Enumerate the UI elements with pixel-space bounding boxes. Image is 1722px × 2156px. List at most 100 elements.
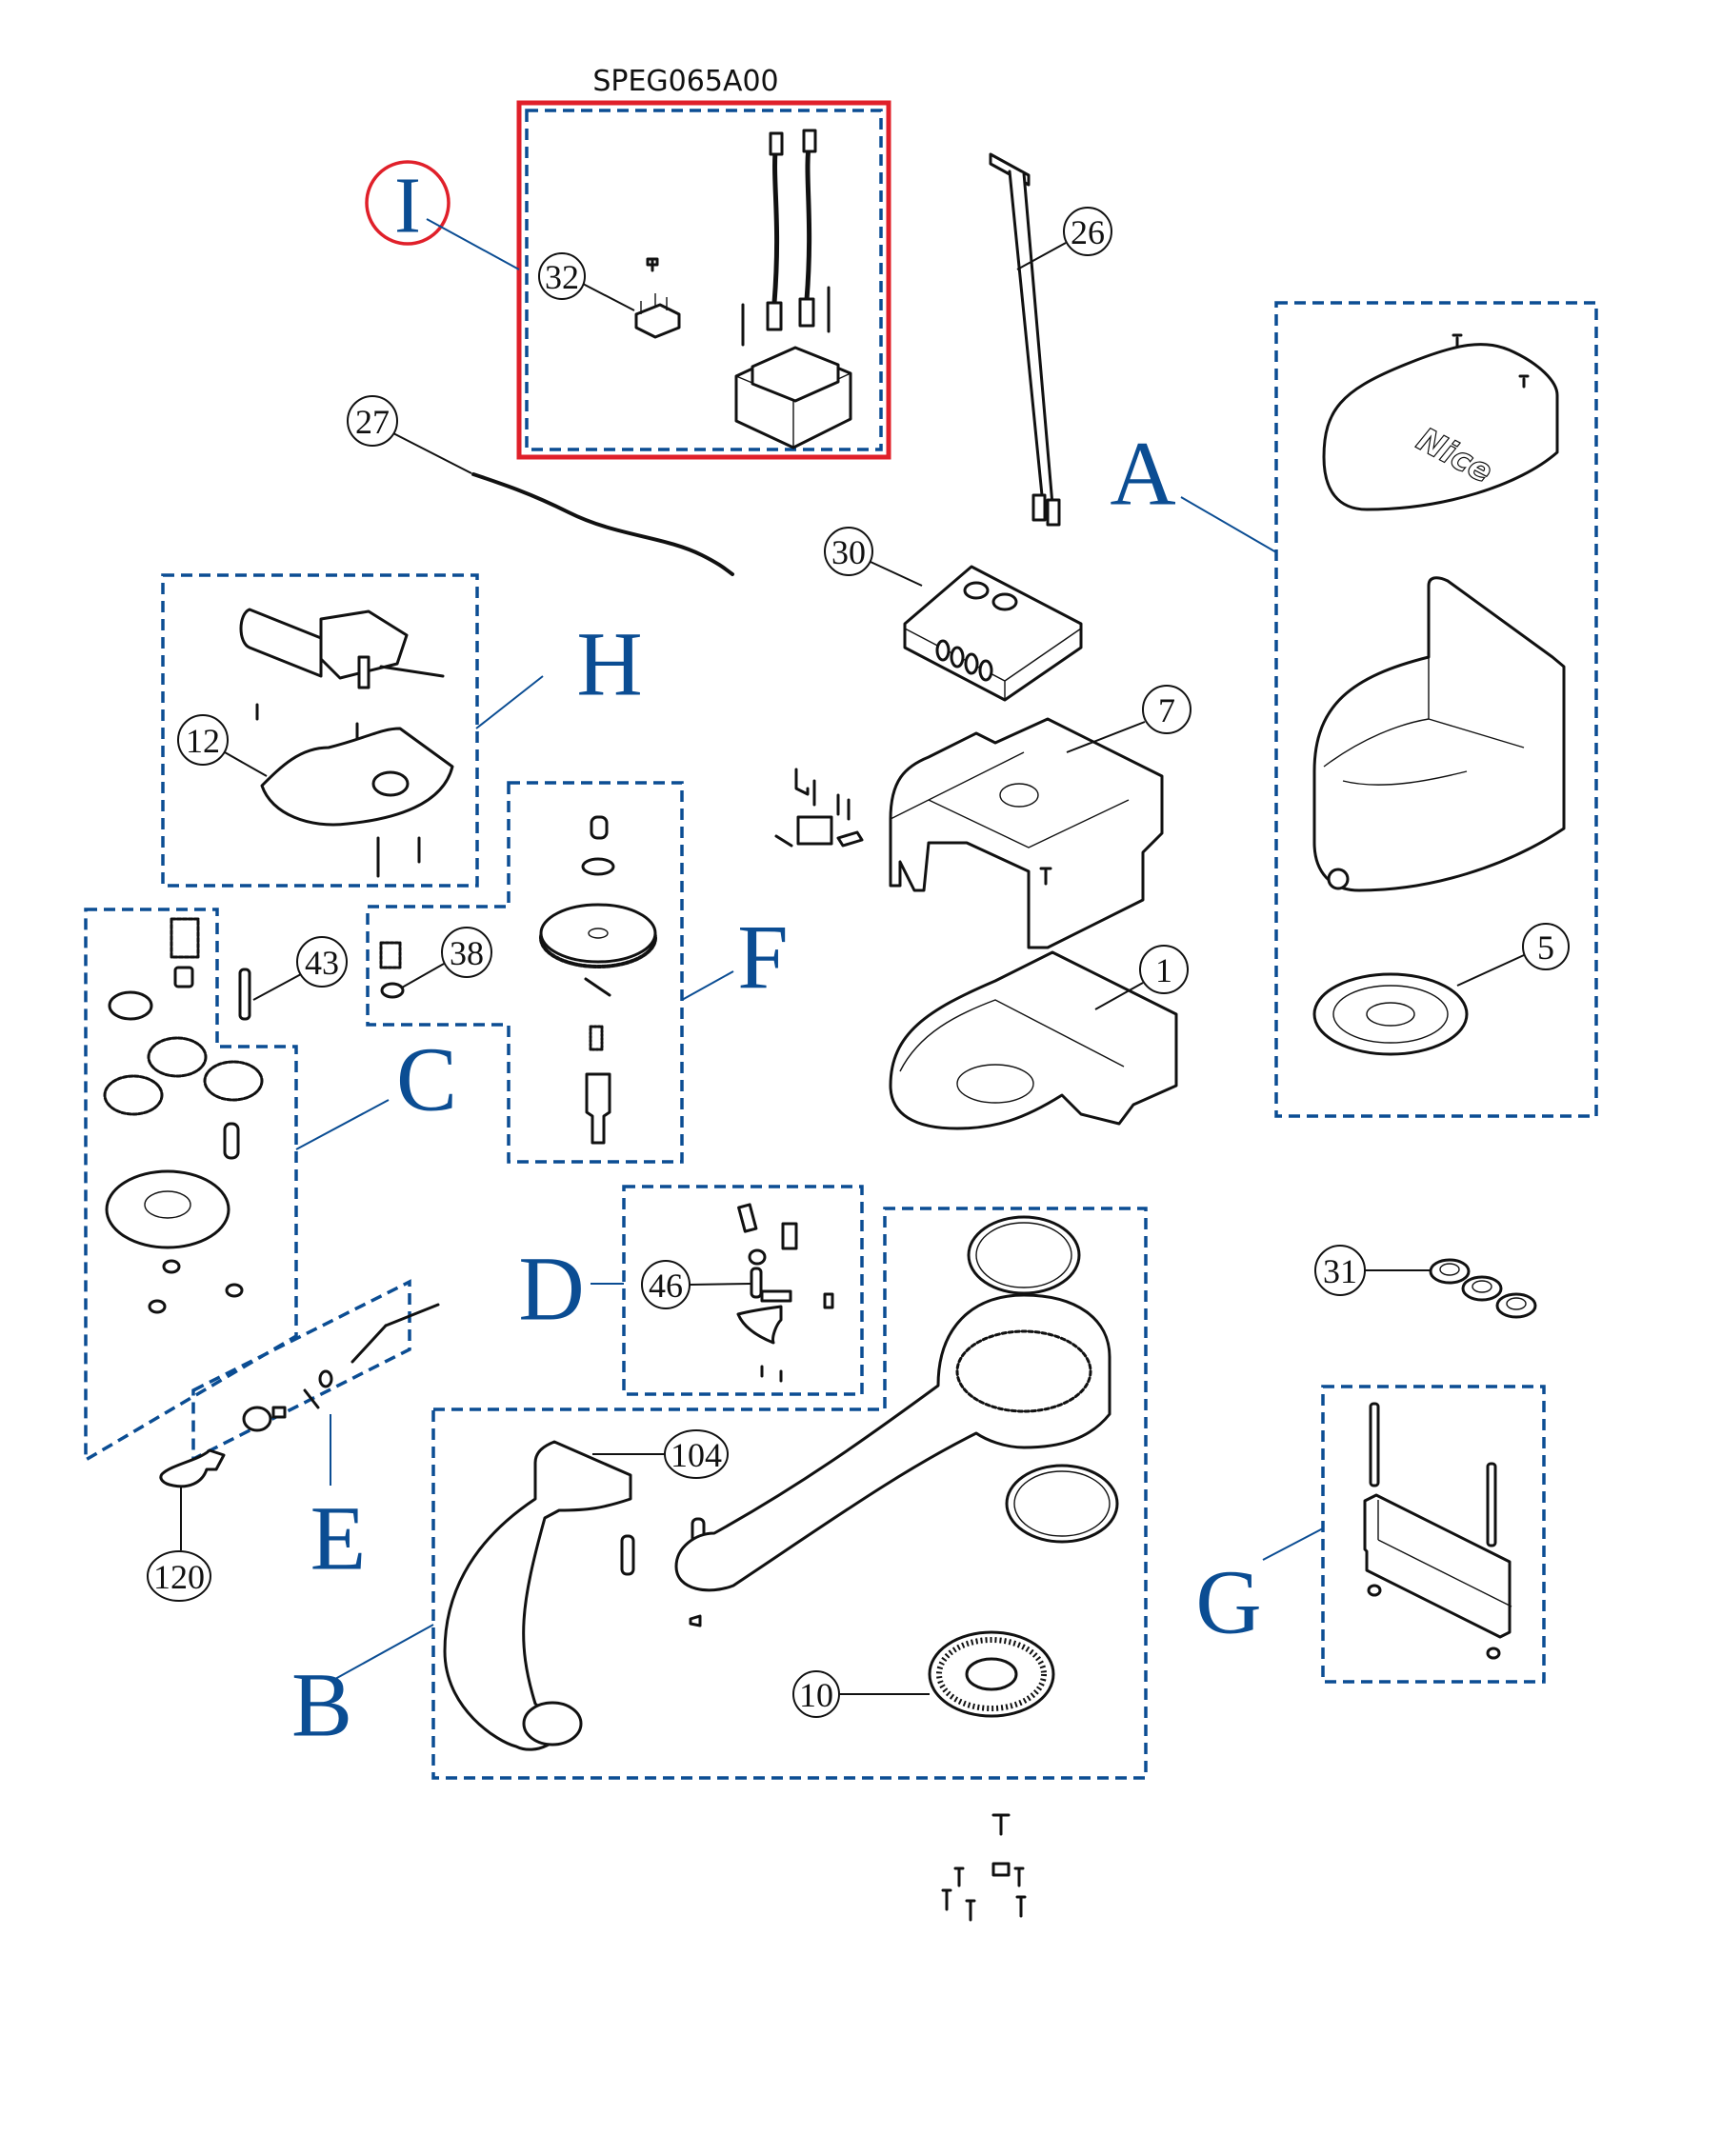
leader-c	[295, 1099, 390, 1150]
part-32-connector[interactable]	[634, 257, 681, 339]
part-loose-screws[interactable]	[941, 1813, 1027, 1922]
callout-circle-5	[1522, 923, 1570, 970]
callout-5[interactable]: 5	[1537, 928, 1554, 967]
group-letter-h[interactable]: H	[576, 613, 642, 715]
part-cover[interactable]: Nice	[1322, 333, 1559, 511]
part-long-arm[interactable]	[674, 1215, 1119, 1627]
callout-circle-38	[441, 927, 492, 978]
callout-circle-27	[347, 395, 398, 447]
group-a[interactable]: A Nice 5	[1110, 301, 1598, 1118]
callout-32[interactable]: 32	[545, 258, 579, 296]
callout-120[interactable]: 120	[153, 1558, 205, 1596]
callout-circle-7	[1142, 685, 1191, 734]
highlight-box	[516, 100, 891, 460]
group-box-d	[622, 1185, 864, 1396]
leader-f	[681, 970, 734, 1001]
part-27-cable[interactable]	[471, 472, 734, 576]
group-box-i	[525, 109, 883, 451]
part-short-arm[interactable]	[443, 1440, 706, 1751]
leader-43	[252, 973, 302, 1001]
part-switch-kit[interactable]	[774, 768, 864, 848]
group-letter-c[interactable]: C	[396, 1028, 457, 1130]
kit-code-label: SPEG065A00	[592, 65, 778, 98]
group-box-g	[1321, 1385, 1546, 1684]
group-i[interactable]: SPEG065A00 I 32	[365, 65, 891, 460]
callout-27[interactable]: 27	[355, 403, 390, 441]
leader-38	[401, 963, 445, 988]
group-box-e	[191, 1279, 411, 1462]
group-box-b	[431, 1207, 1148, 1780]
leader-h	[475, 675, 544, 729]
leader-b	[334, 1624, 434, 1680]
part-30-control-board[interactable]	[903, 565, 1083, 702]
callout-38[interactable]: 38	[450, 934, 484, 972]
callout-circle-12	[177, 714, 229, 766]
group-letter-d[interactable]: D	[518, 1238, 584, 1340]
callout-circle-26	[1063, 207, 1112, 256]
group-letter-f[interactable]: F	[737, 907, 788, 1008]
callout-circle-43	[296, 936, 348, 988]
part-26-harness[interactable]	[989, 152, 1061, 527]
leader-30	[870, 561, 923, 587]
callout-104[interactable]: 104	[671, 1436, 722, 1474]
part-38-pinion[interactable]	[379, 941, 405, 999]
callout-10[interactable]: 10	[799, 1676, 833, 1714]
group-box-c	[84, 908, 298, 1464]
part-1-base-housing[interactable]	[889, 950, 1178, 1130]
group-letter-a[interactable]: A	[1110, 423, 1175, 525]
callout-1[interactable]: 1	[1155, 951, 1172, 989]
callout-30[interactable]: 30	[831, 533, 866, 571]
group-c[interactable]: C 43	[84, 908, 457, 1464]
group-e[interactable]: E	[191, 1279, 440, 1589]
group-g[interactable]: G	[1195, 1385, 1546, 1684]
leader-5	[1456, 954, 1525, 987]
group-box-a	[1274, 301, 1598, 1118]
leader-7	[1066, 721, 1146, 753]
group-box-f	[366, 781, 684, 1164]
leader-i	[426, 218, 520, 270]
group-f[interactable]: F 38	[366, 781, 789, 1164]
highlight-circle	[365, 160, 451, 246]
leader-a	[1180, 496, 1277, 553]
callout-circle-32	[538, 252, 586, 300]
callout-circle-1	[1139, 945, 1189, 994]
part-12-gasket[interactable]	[255, 703, 454, 878]
group-b[interactable]: B 104 10	[291, 1207, 1148, 1780]
leader-1	[1094, 982, 1144, 1010]
group-letter-i[interactable]: I	[394, 162, 421, 250]
group-letter-g[interactable]: G	[1195, 1551, 1261, 1653]
group-h[interactable]: H 12	[161, 573, 643, 888]
group-d[interactable]: D 46	[518, 1185, 864, 1396]
part-10-encoder-disc[interactable]	[928, 1630, 1055, 1718]
callout-circle-30	[824, 527, 873, 576]
part-5-base-disc[interactable]	[1312, 972, 1469, 1056]
part-7-inner-frame[interactable]	[889, 717, 1164, 949]
part-transformer[interactable]	[734, 129, 852, 449]
part-output-gear[interactable]	[539, 815, 657, 1145]
group-box-h	[161, 573, 479, 888]
leader-g	[1262, 1527, 1324, 1561]
callout-26[interactable]: 26	[1071, 213, 1105, 251]
part-120-key[interactable]	[159, 1448, 226, 1488]
part-release-shaft[interactable]	[242, 1303, 440, 1432]
callout-31[interactable]: 31	[1323, 1252, 1357, 1290]
part-limit-stop[interactable]	[736, 1203, 834, 1383]
callout-43[interactable]: 43	[305, 944, 339, 982]
part-31-seals[interactable]	[1429, 1258, 1537, 1319]
leader-46	[689, 1283, 751, 1286]
callout-12[interactable]: 12	[186, 722, 220, 760]
leader-27	[392, 432, 472, 474]
leader-12	[224, 751, 268, 777]
group-letter-e[interactable]: E	[310, 1487, 367, 1589]
part-bracket[interactable]	[1363, 1402, 1512, 1660]
leader-32	[582, 283, 635, 311]
part-43-pin[interactable]	[238, 968, 251, 1021]
callout-7[interactable]: 7	[1158, 691, 1175, 729]
group-letter-b[interactable]: B	[291, 1654, 352, 1756]
leader-26	[1016, 242, 1067, 270]
part-gearmotor[interactable]	[239, 608, 445, 689]
part-gears[interactable]	[103, 917, 264, 1314]
part-housing-shell[interactable]	[1312, 576, 1566, 892]
callout-46[interactable]: 46	[649, 1267, 683, 1305]
